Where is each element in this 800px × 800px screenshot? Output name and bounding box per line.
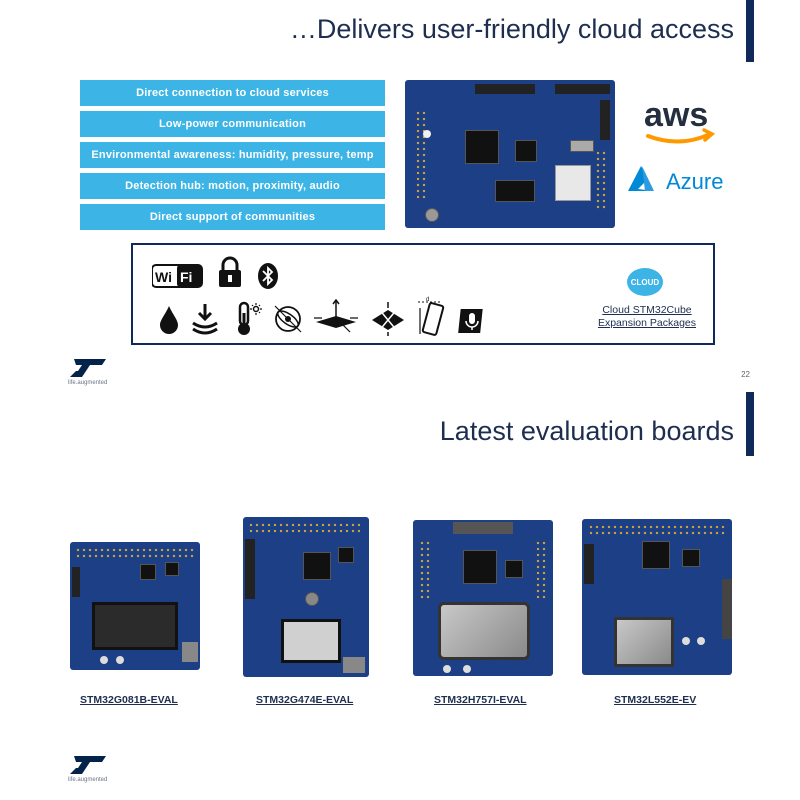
slide-title: Latest evaluation boards (439, 416, 734, 446)
st-logo (68, 754, 108, 781)
lock-icon (218, 256, 242, 293)
water-drop-icon (158, 305, 180, 340)
svg-text:Fi: Fi (180, 269, 192, 285)
iot-discovery-board-image (405, 80, 615, 228)
feature-item: Detection hub: motion, proximity, audio (80, 173, 385, 199)
bluetooth-icon (257, 262, 279, 295)
feature-item: Environmental awareness: humidity, press… (80, 142, 385, 168)
board-image-stm32h757i (413, 520, 553, 676)
feature-list: Direct connection to cloud services Low-… (80, 80, 385, 235)
svg-text:Wi: Wi (155, 269, 172, 285)
magnetometer-icon (368, 302, 408, 341)
board-image-stm32l552e (582, 519, 732, 675)
title-accent-bar (746, 392, 754, 456)
thermometer-icon (233, 301, 263, 342)
board-image-stm32g474e (243, 517, 369, 677)
st-tagline: life.augmented (68, 380, 108, 386)
feature-item: Low-power communication (80, 111, 385, 137)
gyroscope-icon (271, 302, 305, 341)
feature-item: Direct connection to cloud services (80, 80, 385, 106)
feature-item: Direct support of communities (80, 204, 385, 230)
svg-text:d: d (426, 297, 429, 303)
cloud-label-line1: Cloud STM32Cube (602, 304, 692, 316)
azure-logo: Azure (626, 163, 736, 200)
title-accent-bar (746, 0, 754, 62)
pressure-icon (190, 303, 220, 340)
slide-cloud-access: …Delivers user-friendly cloud access Dir… (0, 0, 800, 392)
aws-logo: aws (642, 92, 718, 153)
wifi-icon: Wi Fi (151, 263, 204, 294)
aws-logo-text: aws (644, 96, 708, 134)
board-label[interactable]: STM32G081B-EVAL (80, 694, 178, 706)
board-label[interactable]: STM32L552E-EV (614, 694, 697, 706)
cloud-expansion-link[interactable]: Cloud STM32Cube Expansion Packages (592, 304, 702, 330)
st-tagline: life.augmented (68, 777, 108, 783)
accelerometer-icon (312, 298, 360, 341)
time-of-flight-icon: d (414, 296, 448, 343)
slide-title: …Delivers user-friendly cloud access (289, 14, 734, 44)
board-label[interactable]: STM32G474E-EVAL (256, 694, 354, 706)
cloud-badge-icon: CLOUD (627, 268, 663, 296)
page-number: 22 (741, 370, 750, 379)
board-label[interactable]: STM32H757I-EVAL (434, 694, 527, 706)
cloud-label-line2: Expansion Packages (597, 317, 697, 329)
microphone-icon (458, 306, 486, 341)
board-image-stm32g081b (70, 542, 200, 670)
connectivity-sensors-panel (131, 243, 715, 345)
st-logo (68, 357, 108, 384)
azure-logo-text: Azure (666, 169, 723, 194)
slide-evaluation-boards: Latest evaluation boards STM32G081B-EVAL… (0, 392, 800, 800)
